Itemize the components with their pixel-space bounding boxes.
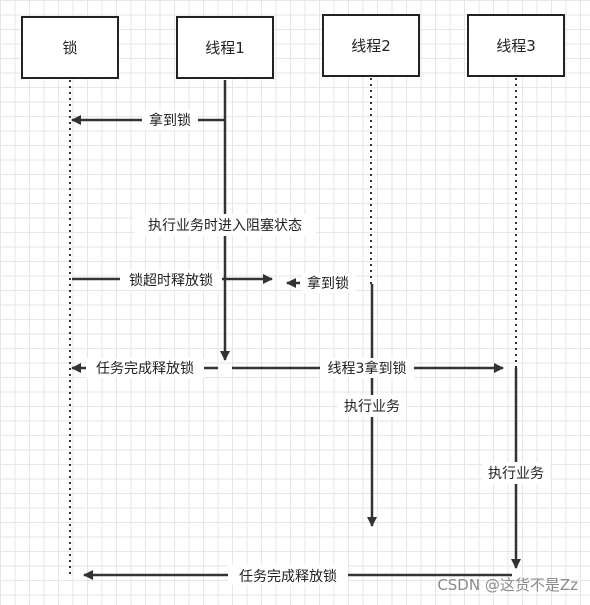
watermark-text: CSDN @这货不是Zz — [437, 576, 578, 594]
participant-thread1-label: 线程1 — [205, 39, 245, 57]
participant-thread3: 线程3 — [467, 14, 565, 77]
participant-thread3-label: 线程3 — [496, 37, 536, 55]
thread1-blocked-label: 执行业务时进入阻塞状态 — [148, 217, 302, 234]
participant-thread2-label: 线程2 — [351, 37, 391, 55]
message-thread2-get-lock-label: 拿到锁 — [307, 275, 349, 292]
participant-lock-label: 锁 — [62, 39, 77, 57]
thread2-execute-label: 执行业务 — [344, 399, 400, 415]
thread3-execute-label: 执行业务 — [488, 466, 544, 482]
message-thread1-release-label: 任务完成释放锁 — [96, 361, 194, 377]
participant-thread1: 线程1 — [176, 16, 274, 79]
message-thread3-release-label: 任务完成释放锁 — [239, 569, 337, 585]
participant-lock: 锁 — [21, 16, 119, 79]
message-thread1-get-lock-label: 拿到锁 — [149, 112, 191, 129]
participant-thread2: 线程2 — [322, 14, 420, 77]
message-thread3-get-lock-label: 线程3拿到锁 — [328, 360, 407, 377]
message-lock-timeout-label: 锁超时释放锁 — [129, 273, 213, 289]
